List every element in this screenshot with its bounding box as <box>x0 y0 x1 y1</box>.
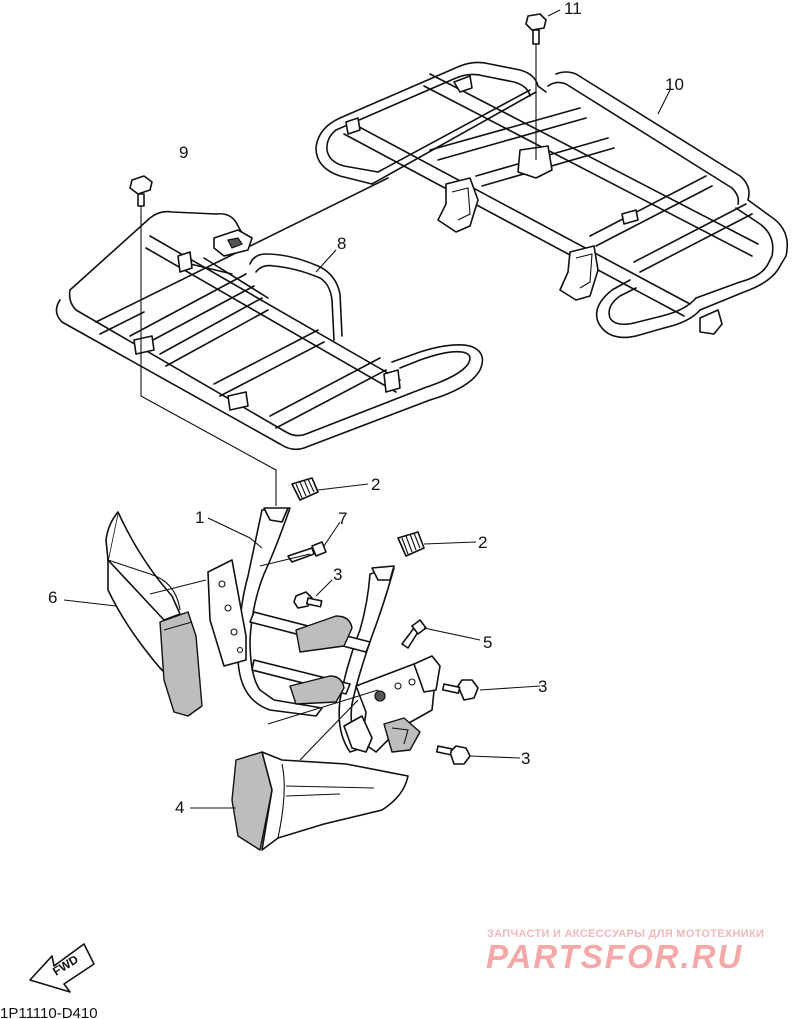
callout-2-upper: 2 <box>371 475 380 494</box>
screw-7 <box>287 541 327 563</box>
callout-8: 8 <box>337 234 346 253</box>
callout-3-left: 3 <box>333 565 342 584</box>
bolt-9 <box>129 175 277 506</box>
damper-2-lower <box>397 531 425 557</box>
leader-lines <box>63 9 671 809</box>
screw-5 <box>401 619 427 649</box>
callout-9: 9 <box>179 143 188 162</box>
watermark-tagline: ЗАПЧАСТИ И АКСЕССУАРЫ ДЛЯ МОТОТЕХНИКИ <box>487 928 764 940</box>
diagram-code: 1P11110-D410 <box>0 1005 98 1019</box>
callout-3-right-lower: 3 <box>521 749 530 768</box>
guard-cover-left <box>105 511 203 717</box>
bolt-3-right-lower <box>435 745 471 765</box>
front-carrier <box>55 177 484 451</box>
watermark: ЗАПЧАСТИ И АКСЕССУАРЫ ДЛЯ МОТОТЕХНИКИ PA… <box>486 928 764 975</box>
fwd-arrow-icon: FWD <box>29 943 95 993</box>
bolt-11 <box>525 13 547 160</box>
callout-4: 4 <box>175 798 184 817</box>
callout-6: 6 <box>48 588 57 607</box>
front-guard <box>207 507 441 753</box>
damper-2-upper <box>291 477 319 501</box>
callout-7: 7 <box>338 509 347 528</box>
callout-2-lower: 2 <box>478 533 487 552</box>
bolt-3-left <box>293 591 323 609</box>
callout-1: 1 <box>195 508 204 527</box>
callout-5: 5 <box>483 633 492 652</box>
bolt-3-right-upper <box>441 679 479 701</box>
callout-10: 10 <box>665 75 684 94</box>
rear-carrier <box>315 61 789 339</box>
guard-cover-right <box>231 751 409 851</box>
callout-3-right-upper: 3 <box>538 677 547 696</box>
watermark-brand: PARTSFOR.RU <box>486 938 743 975</box>
callout-11: 11 <box>564 0 582 18</box>
